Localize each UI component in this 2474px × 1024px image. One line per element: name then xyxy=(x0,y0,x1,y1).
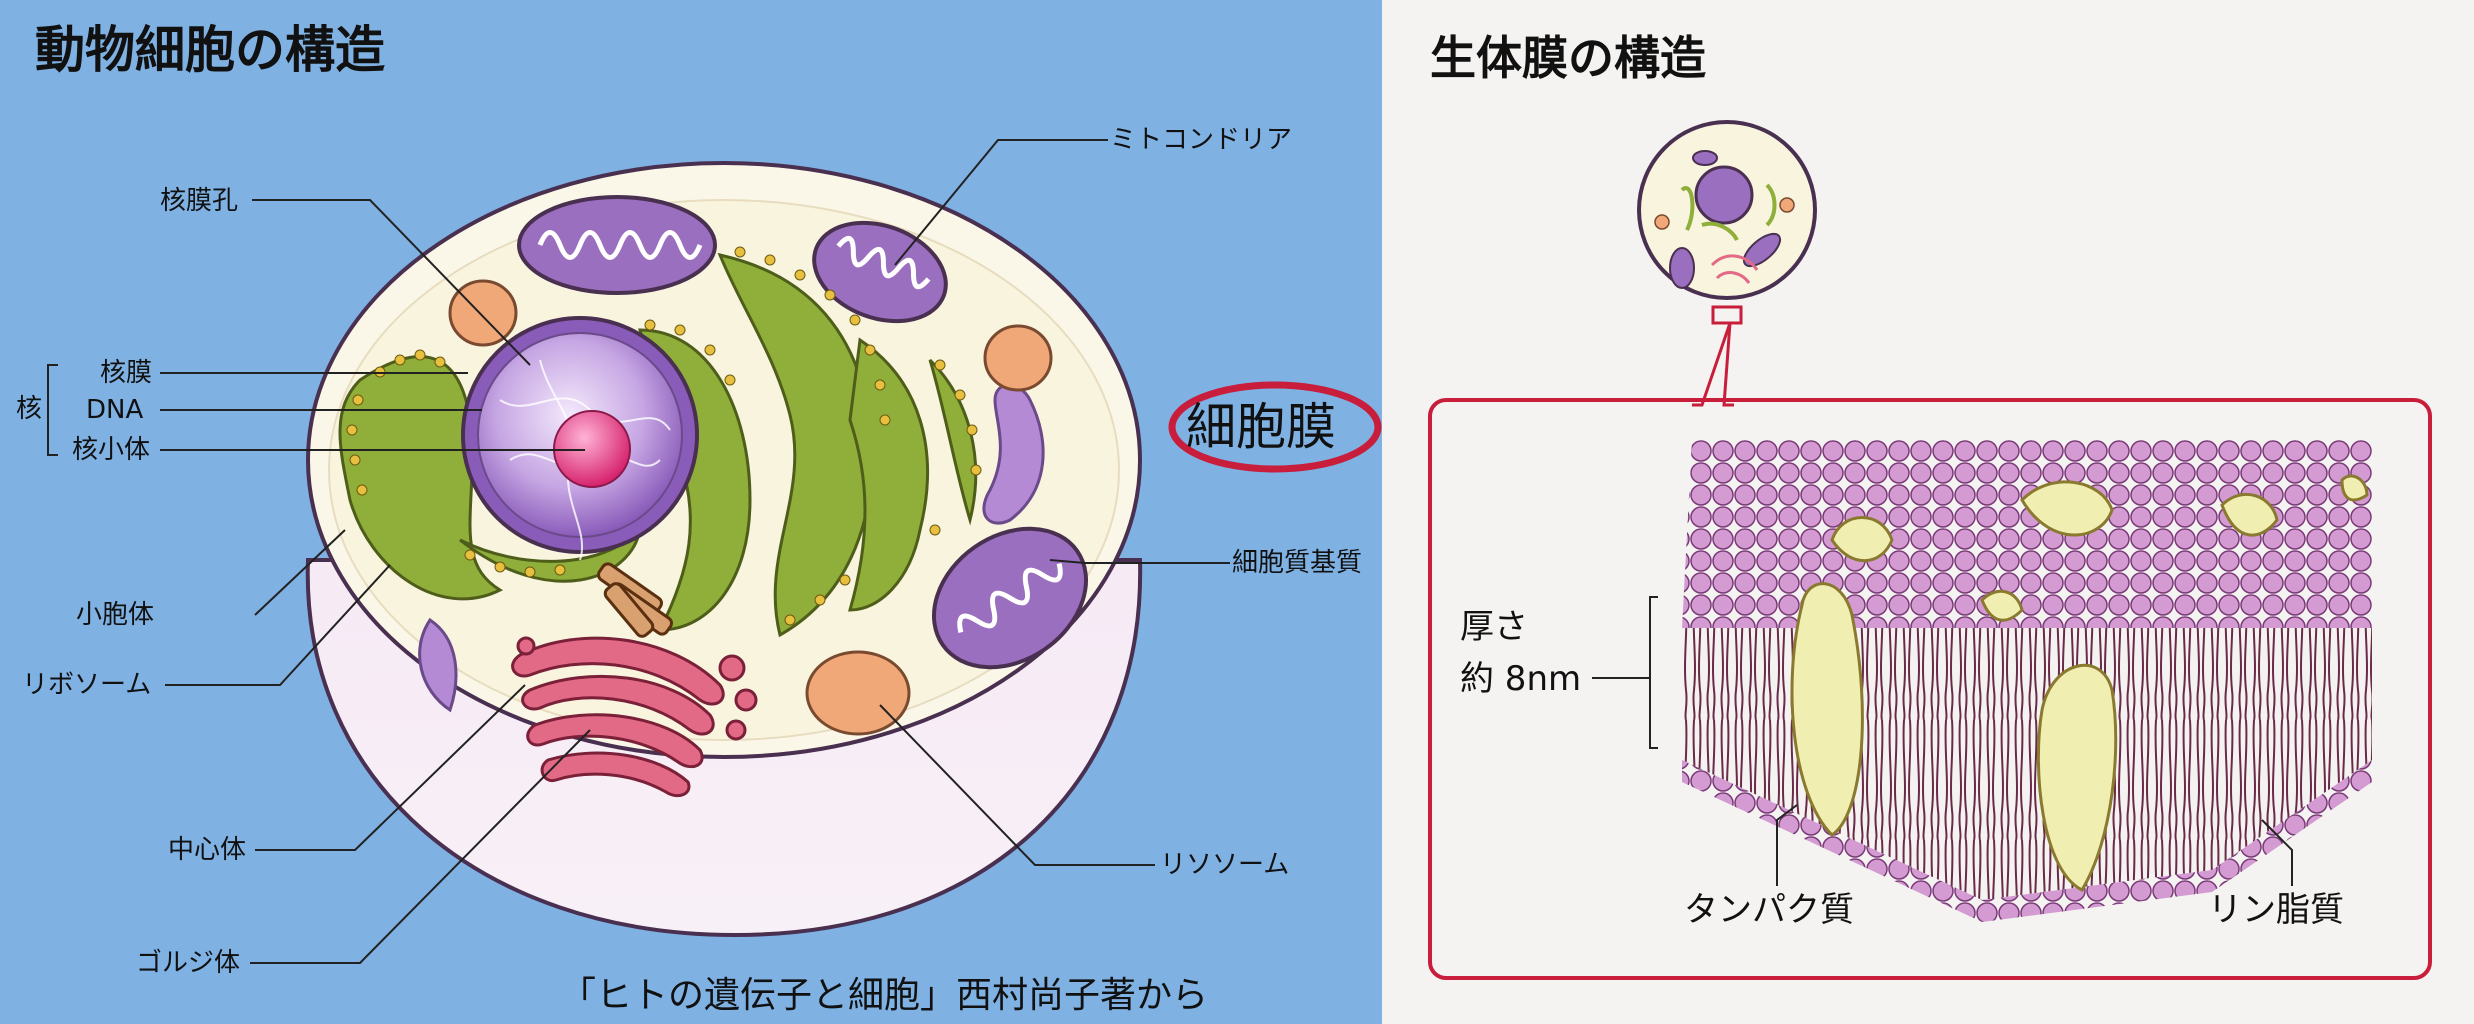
label-vesicle: 小胞体 xyxy=(76,600,155,630)
animal-cell-illustration xyxy=(47,139,1382,964)
label-lysosome: リソソーム xyxy=(1160,850,1290,880)
membrane-illustration xyxy=(1428,120,2432,980)
credit-text: 「ヒトの遺伝子と細胞」西村尚子著から xyxy=(560,975,1209,1016)
label-thickness-value: 約 8nm xyxy=(1460,659,1582,699)
membrane-panel: 生体膜の構造 厚さ 約 8nm タンパク質 リン脂質 xyxy=(1382,0,2474,1024)
golgi-apparatus xyxy=(511,636,758,798)
vacuole-right xyxy=(982,383,1045,525)
thickness-bracket xyxy=(1649,596,1658,749)
nucleus-bracket xyxy=(47,364,58,456)
zoom-frame xyxy=(1428,398,2432,980)
cell-thumbnail xyxy=(1637,120,1817,300)
label-cell-membrane: 細胞膜 xyxy=(1186,398,1336,456)
label-cytoplasm: 細胞質基質 xyxy=(1232,548,1363,578)
mitochondrion-bottom xyxy=(931,526,1089,670)
ribosome-dots xyxy=(346,246,982,626)
label-nuclear-membrane: 核膜 xyxy=(100,358,153,388)
label-dna: DNA xyxy=(86,395,144,425)
vacuole-left xyxy=(418,617,458,713)
lysosome-right xyxy=(983,324,1053,392)
mitochondrion-right xyxy=(812,220,948,324)
label-thickness: 厚さ xyxy=(1460,607,1528,647)
cell-membrane-highlight xyxy=(1168,381,1382,473)
animal-cell-panel: 動物細胞の構造 核膜孔 核 核膜 DNA 核小体 小胞体 リボソーム 中心体 ゴ… xyxy=(0,0,1382,1024)
label-ribosome: リボソーム xyxy=(22,670,152,700)
page-title-left: 動物細胞の構造 xyxy=(35,21,385,79)
leader-lines xyxy=(160,139,1230,964)
label-phospholipid: リン脂質 xyxy=(2208,890,2344,930)
label-centrosome: 中心体 xyxy=(168,835,247,865)
label-mitochondria: ミトコンドリア xyxy=(1110,125,1293,155)
thumbnail-zoom-box xyxy=(1711,305,1743,325)
lysosome-bottom xyxy=(805,650,911,736)
mitochondrion-top xyxy=(517,195,717,295)
label-nucleus: 核 xyxy=(16,394,43,424)
page-title-right: 生体膜の構造 xyxy=(1430,31,1706,85)
label-protein: タンパク質 xyxy=(1684,890,1854,930)
label-nucleolus: 核小体 xyxy=(72,435,151,465)
label-nuclear-pore: 核膜孔 xyxy=(160,186,239,216)
nucleus xyxy=(461,316,699,561)
centrosome-shape xyxy=(597,562,673,638)
lysosome-top xyxy=(448,279,518,347)
membrane-proteins xyxy=(1790,474,2369,892)
label-golgi: ゴルジ体 xyxy=(136,948,241,978)
